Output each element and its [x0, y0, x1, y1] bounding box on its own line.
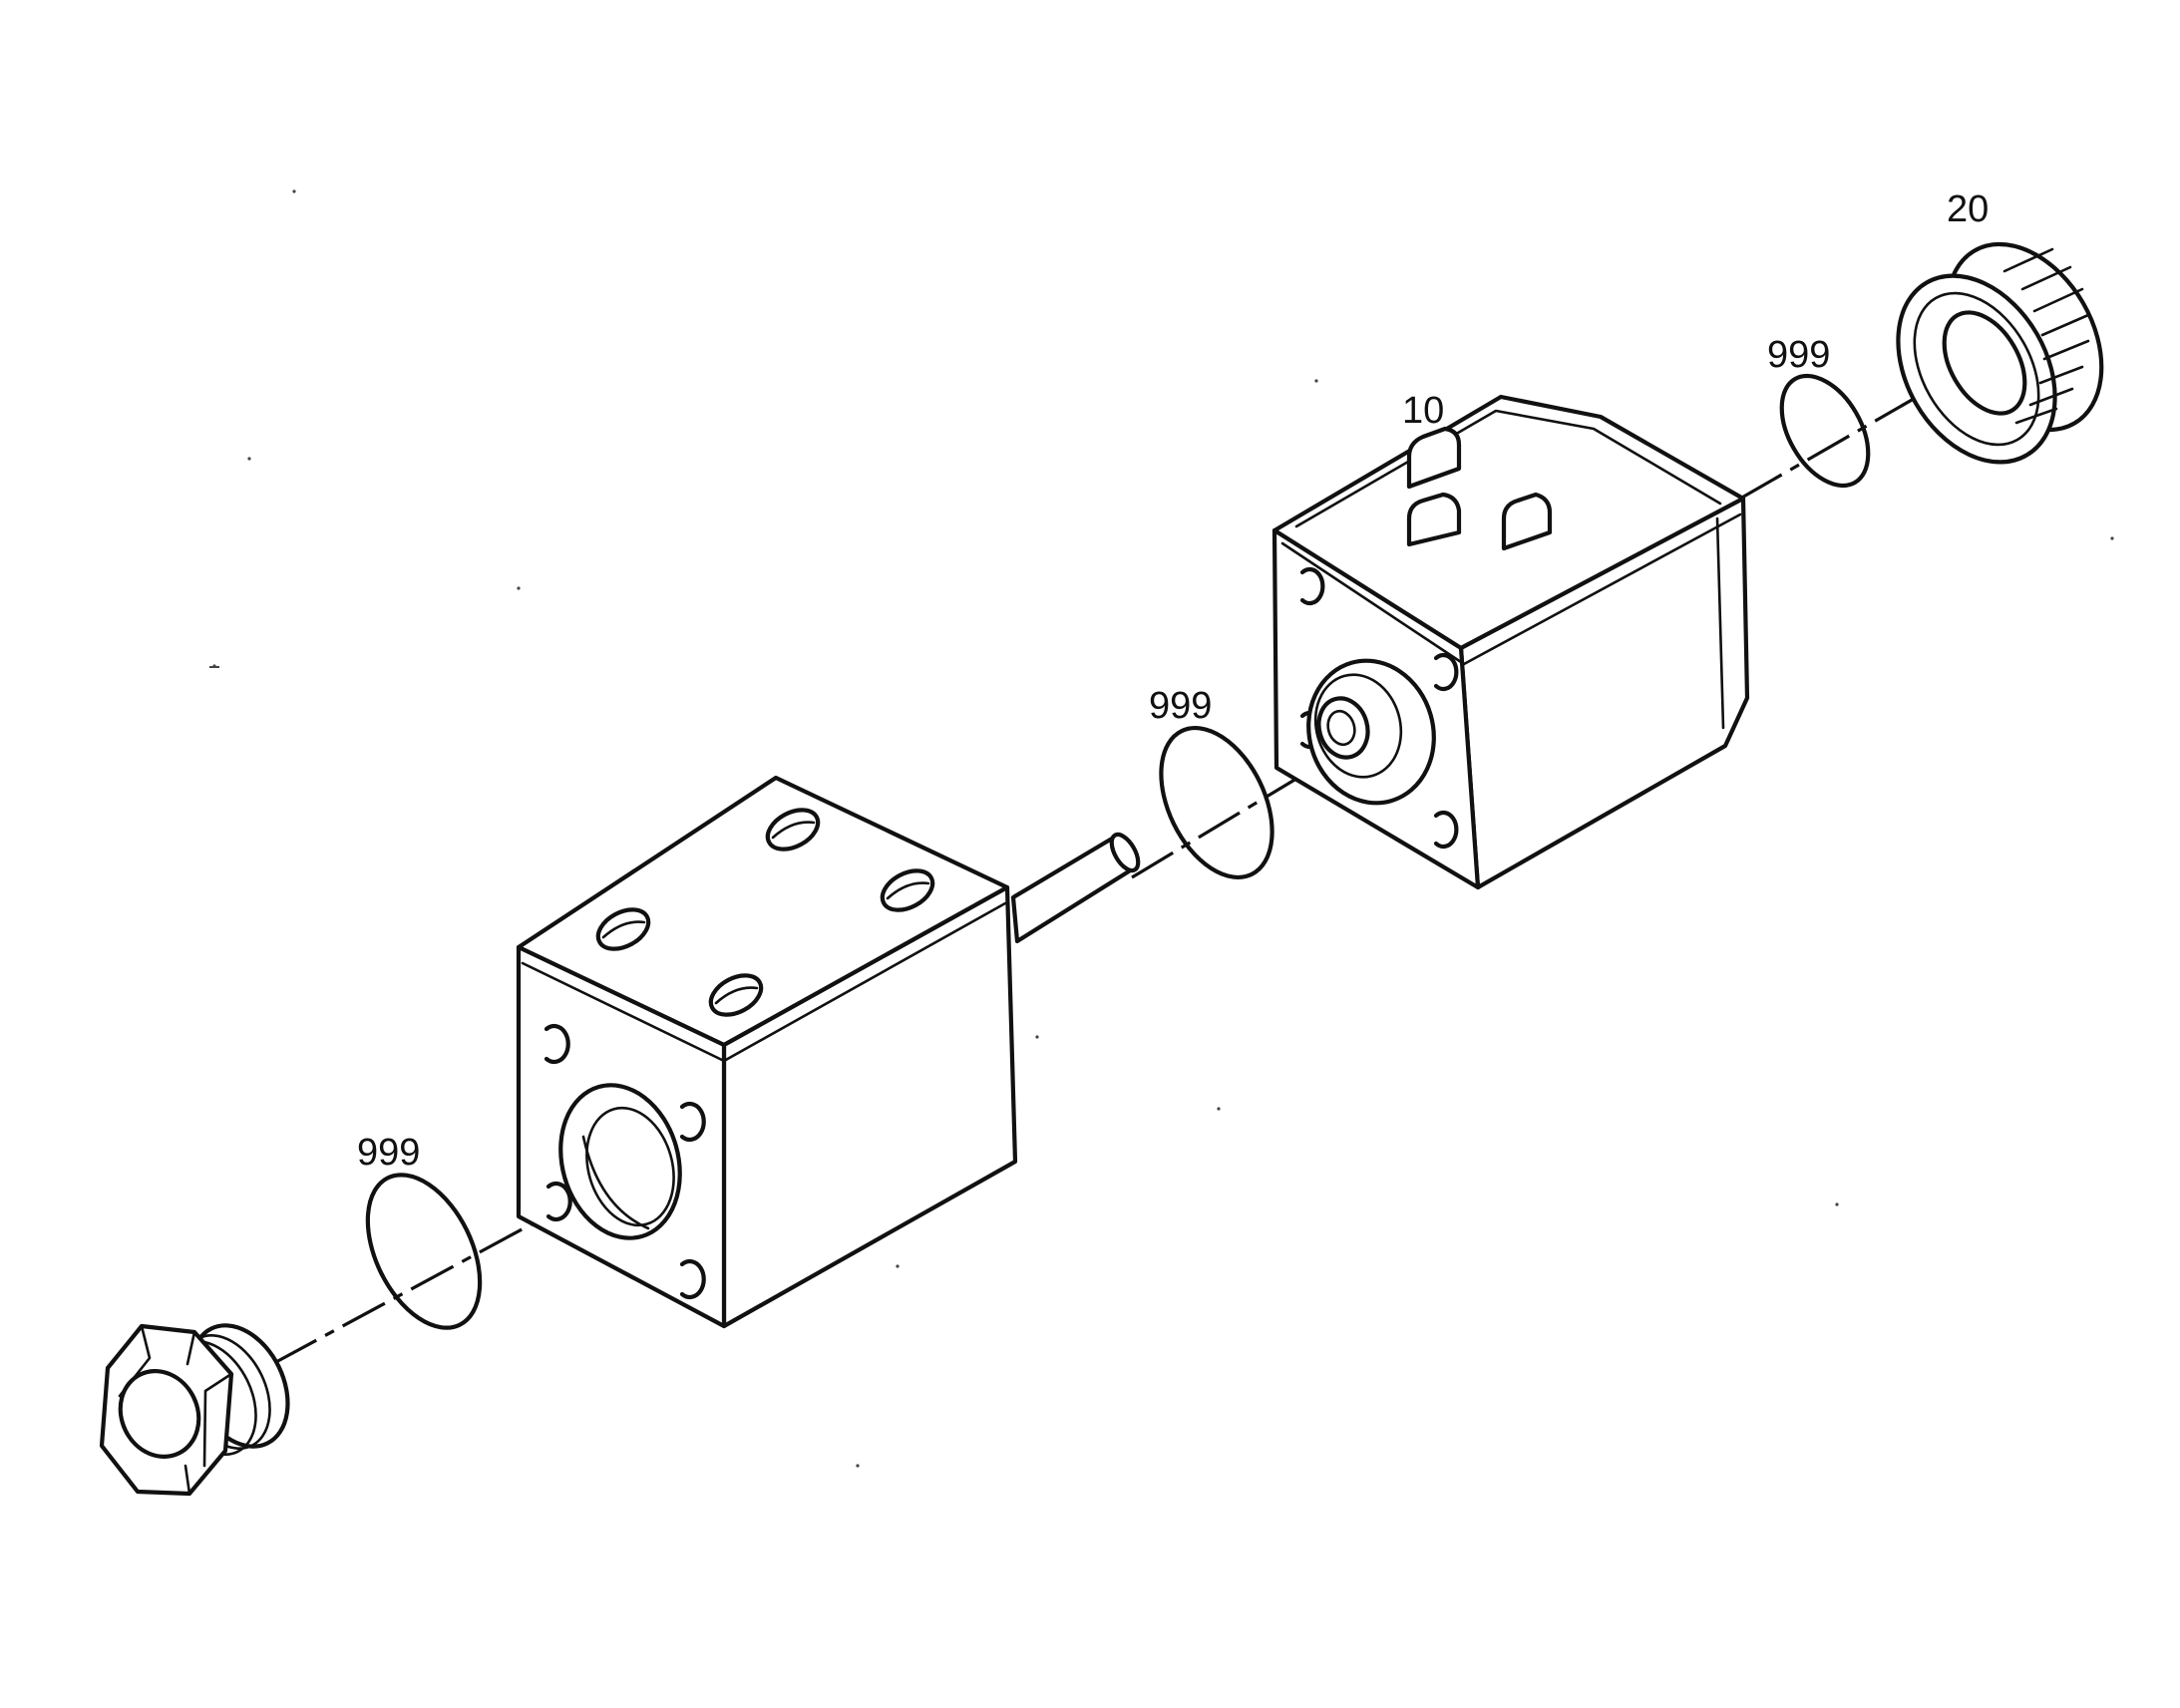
o-ring-lower-left	[365, 1173, 483, 1330]
scan-specks	[209, 189, 2114, 1468]
callout-labels: 20 10 999 999 999	[357, 188, 1989, 1174]
callout-coil-nut: 20	[1947, 188, 1989, 230]
callout-seal-lower-left: 999	[357, 1132, 420, 1174]
callout-seal-middle: 999	[1149, 685, 1212, 727]
plunger-rod	[1010, 832, 1141, 944]
coil-retaining-nut	[1896, 241, 2104, 465]
body-front-bore	[558, 1083, 682, 1240]
callout-seal-top-right: 999	[1767, 334, 1830, 376]
o-ring-middle	[1159, 725, 1274, 880]
body-mounting-holes	[544, 1023, 706, 1300]
coil-front-boss	[1306, 658, 1436, 806]
solenoid-coil	[1272, 394, 1750, 890]
o-ring-top-right	[1779, 373, 1871, 489]
hex-plug-fitting	[99, 1323, 290, 1497]
valve-body	[516, 775, 1018, 1329]
callout-coil: 10	[1402, 390, 1444, 432]
body-port-holes	[595, 808, 935, 1017]
coil-terminal-pins	[1406, 426, 1553, 551]
knurl-ridges	[2002, 247, 2090, 425]
